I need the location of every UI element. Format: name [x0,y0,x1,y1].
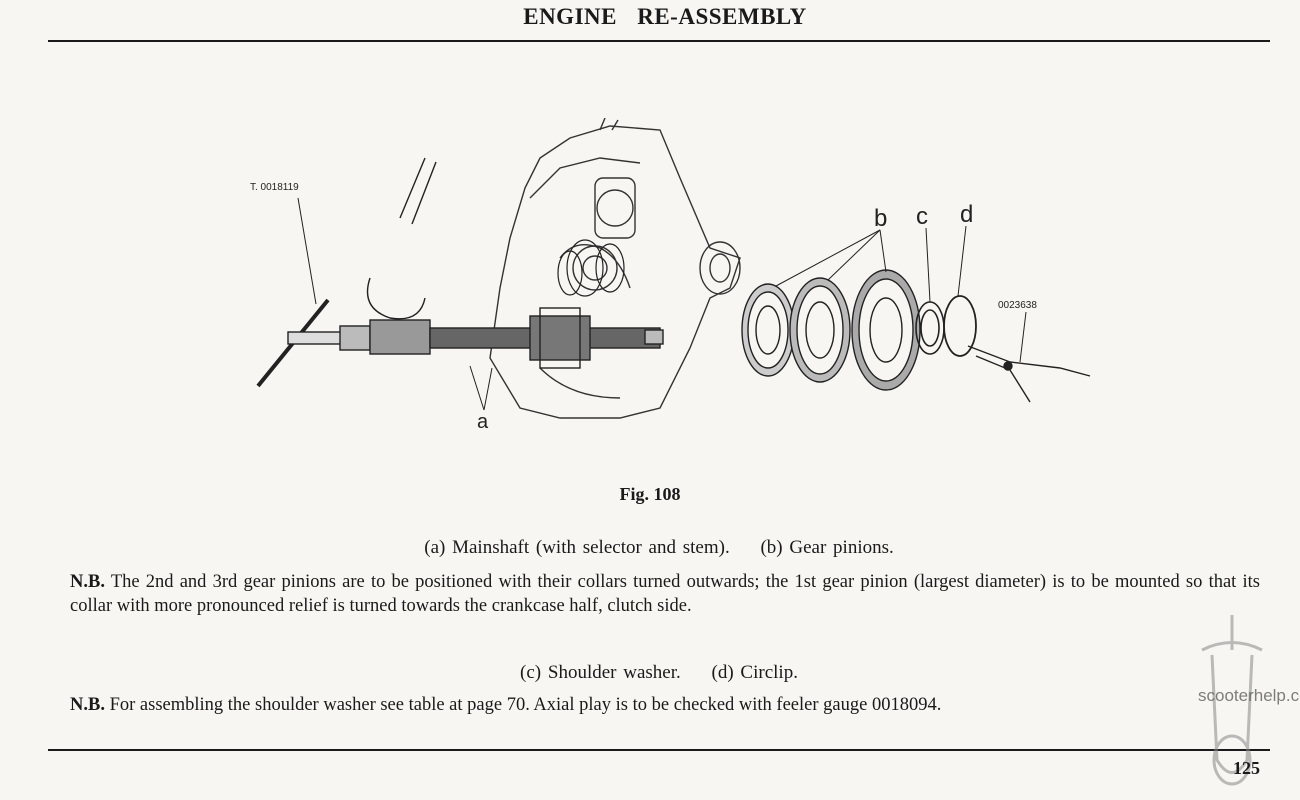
ref-number-right: 0023638 [998,300,1037,311]
figure-caption: Fig. 108 [619,484,681,504]
legend-b: (b) Gear pinions. [760,537,894,558]
note-prefix: N.B. [70,572,105,592]
watermark-text: scooterhelp.com [1198,686,1300,705]
gear-pinion-1st [851,269,921,391]
extractor-tool [256,298,664,388]
shoulder-washer [915,301,945,355]
wrench-tool [366,157,437,320]
gear-pinion-3rd [741,283,795,377]
legend-a-b: (a) Mainshaft (with selector and stem). … [0,537,1300,559]
legend-c-d: (c) Shoulder washer. (d) Circlip. [0,662,1300,684]
scooter-watermark-icon [1201,615,1263,786]
label-c: c [916,203,928,230]
label-b: b [874,205,887,232]
note-prefix: N.B. [70,695,105,715]
legend-c: (c) Shoulder washer. [520,662,681,683]
gear-pinion-2nd [789,277,851,383]
note-shoulder-washer: N.B. For assembling the shoulder washer … [70,694,1260,718]
header-rule [48,40,1270,42]
note-gear-pinions: N.B. The 2nd and 3rd gear pinions are to… [70,571,1260,618]
label-d: d [960,201,973,228]
gearbox-illustration: T. 0018119 [250,118,1091,433]
page-number: 125 [1233,758,1260,778]
circlip-pliers [967,345,1091,403]
note-text: The 2nd and 3rd gear pinions are to be p… [70,572,1260,616]
internal-gears [557,239,625,297]
figure-108: T. 0018119 [240,118,1120,438]
ref-number-left: T. 0018119 [250,182,299,193]
circlip [943,295,977,357]
legend-a: (a) Mainshaft (with selector and stem). [424,537,730,558]
legend-d: (d) Circlip. [711,662,798,683]
label-a: a [477,411,489,433]
crankcase-half [489,118,741,419]
note-text: For assembling the shoulder washer see t… [109,695,942,715]
page-title: ENGINE RE-ASSEMBLY [523,4,807,29]
footer-rule [48,749,1270,751]
